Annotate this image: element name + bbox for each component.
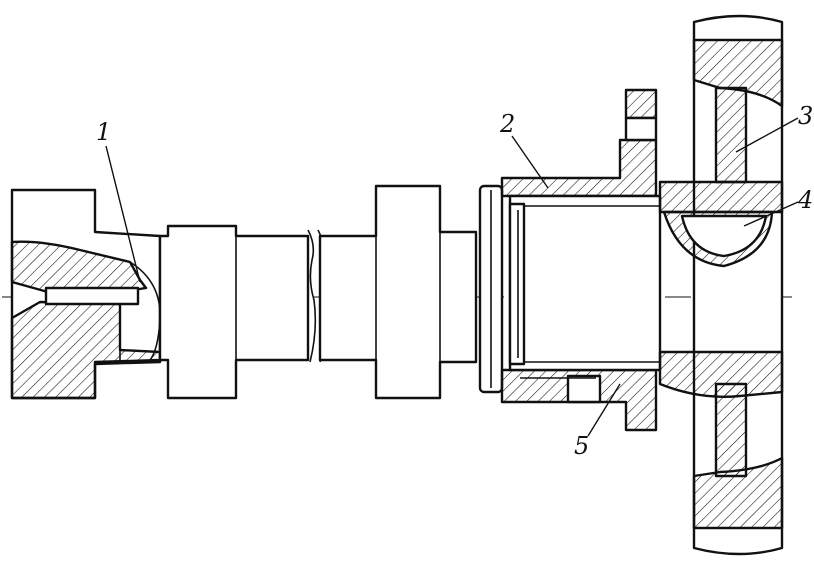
shaft-body <box>158 184 478 400</box>
callout-2: 2 <box>499 110 515 138</box>
leader-5 <box>587 383 621 437</box>
callout-5: 5 <box>574 432 589 460</box>
callout-1: 1 <box>96 118 111 146</box>
callout-4: 4 <box>797 186 813 214</box>
inner-bushing <box>508 194 662 372</box>
leader-2 <box>511 135 549 189</box>
left-flange-head <box>10 188 162 400</box>
leader-1 <box>105 145 141 283</box>
thrust-washer <box>478 184 504 394</box>
callout-3: 3 <box>798 102 813 130</box>
leader-4 <box>743 201 799 227</box>
leader-3 <box>735 117 799 153</box>
housing-sleeve <box>500 88 658 432</box>
handwheel <box>658 14 784 556</box>
